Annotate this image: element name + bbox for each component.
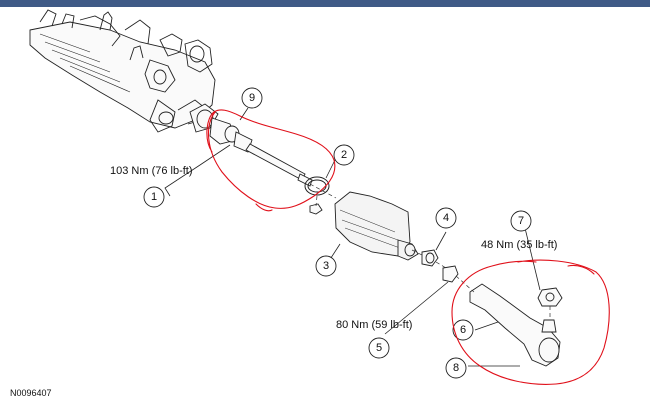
clamp-fastener xyxy=(309,203,323,215)
svg-text:6: 6 xyxy=(460,324,466,336)
torque-label-5: 80 Nm (59 lb-ft) xyxy=(336,319,412,331)
red-circle-inner-tie-rod xyxy=(206,109,336,209)
svg-text:7: 7 xyxy=(518,215,524,227)
inner-tie-rod xyxy=(189,103,313,187)
svg-text:2: 2 xyxy=(341,149,347,161)
torque-label-7: 48 Nm (35 lb-ft) xyxy=(481,239,557,251)
red-circle-tie-rod-end xyxy=(451,259,610,385)
jam-nut xyxy=(421,249,439,267)
bellows-boot xyxy=(334,191,419,261)
callout-8: 8 xyxy=(445,357,467,379)
svg-text:9: 9 xyxy=(249,92,255,104)
tie-rod-nut xyxy=(442,265,459,283)
figure-id: N0096407 xyxy=(10,388,52,398)
red-annotation-marks xyxy=(206,109,610,385)
assembly-axis xyxy=(309,183,551,320)
callout-9: 9 xyxy=(241,87,263,109)
callout-5: 5 xyxy=(368,337,390,359)
red-tail-mark xyxy=(255,203,273,212)
red-hook-mark xyxy=(567,264,595,275)
steering-gear-housing xyxy=(29,9,216,133)
svg-text:8: 8 xyxy=(453,362,459,374)
svg-text:5: 5 xyxy=(376,342,382,354)
callout-4: 4 xyxy=(435,207,457,229)
window-title-bar xyxy=(0,0,650,7)
castle-nut xyxy=(537,287,563,307)
callout-7: 7 xyxy=(510,210,532,232)
callout-6: 6 xyxy=(452,319,474,341)
callout-3: 3 xyxy=(315,255,337,277)
svg-text:1: 1 xyxy=(151,191,157,203)
torque-label-1: 103 Nm (76 lb-ft) xyxy=(110,165,193,177)
callout-1: 1 xyxy=(143,186,165,208)
callout-2: 2 xyxy=(333,144,355,166)
svg-text:3: 3 xyxy=(323,260,329,272)
tie-rod-end xyxy=(469,283,561,367)
svg-text:4: 4 xyxy=(443,212,449,224)
